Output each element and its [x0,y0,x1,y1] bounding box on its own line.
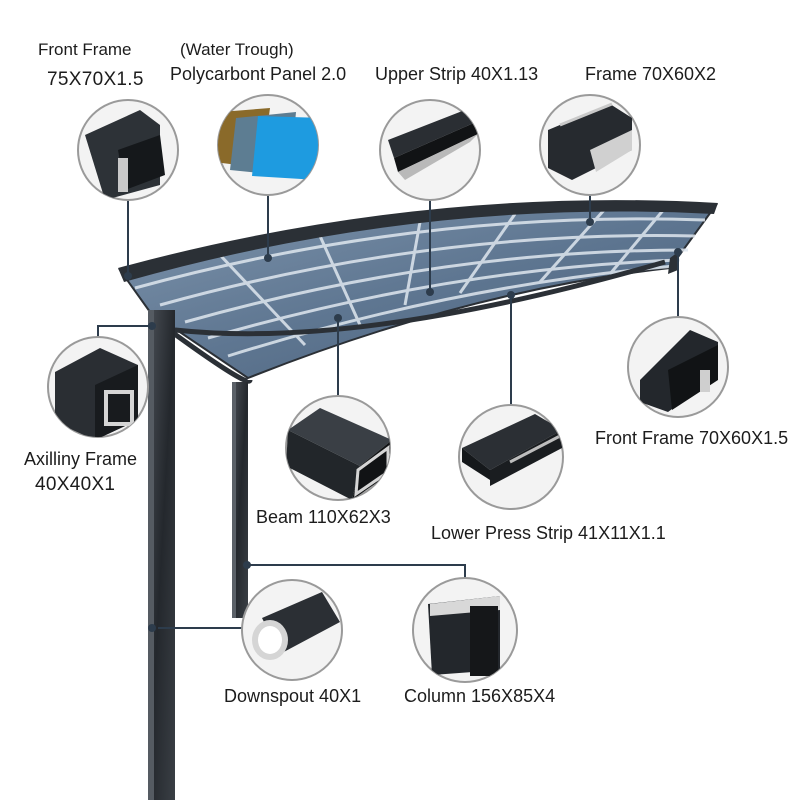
lower-press-strip-label: Lower Press Strip 41X11X1.1 [431,523,666,543]
auxiliary-frame-spec: 40X40X1 [35,474,116,495]
front-frame-top-name: Front Frame [38,40,132,59]
frame-70x60-image [539,94,641,196]
upper-strip-label: Upper Strip 40X1.13 [375,64,539,84]
carport-structure [118,200,718,800]
beam-label: Beam 110X62X3 [256,507,391,527]
front-frame-right-label: Front Frame 70X60X1.5 [595,428,789,448]
front-frame-top-spec: 75X70X1.5 [47,69,144,90]
front-frame-edge [118,200,718,282]
leader-lines [97,195,679,629]
leader-dots [124,218,682,632]
water-trough-note: (Water Trough) [180,40,294,59]
upper-strip-image [379,99,481,201]
downspout-image [241,579,343,681]
auxiliary-frame-name: Axilliny Frame [24,449,138,469]
roof-grid [134,207,706,358]
front-frame-right [668,252,678,274]
column-image [412,577,518,683]
lower-press-strip-image [458,404,564,510]
polycarbonate-panel-label: Polycarbont Panel 2.0 [170,64,347,84]
beam-image [285,395,391,501]
downspout-label: Downspout 40X1 [224,686,362,706]
front-frame-profile-image [77,99,179,201]
auxiliary-frame-image [47,336,149,438]
polycarbonate-panel-image [217,94,319,196]
column-label: Column 156X85X4 [404,686,556,706]
front-frame-right-image [627,316,729,418]
frame-top-right-label: Frame 70X60X2 [585,64,717,84]
